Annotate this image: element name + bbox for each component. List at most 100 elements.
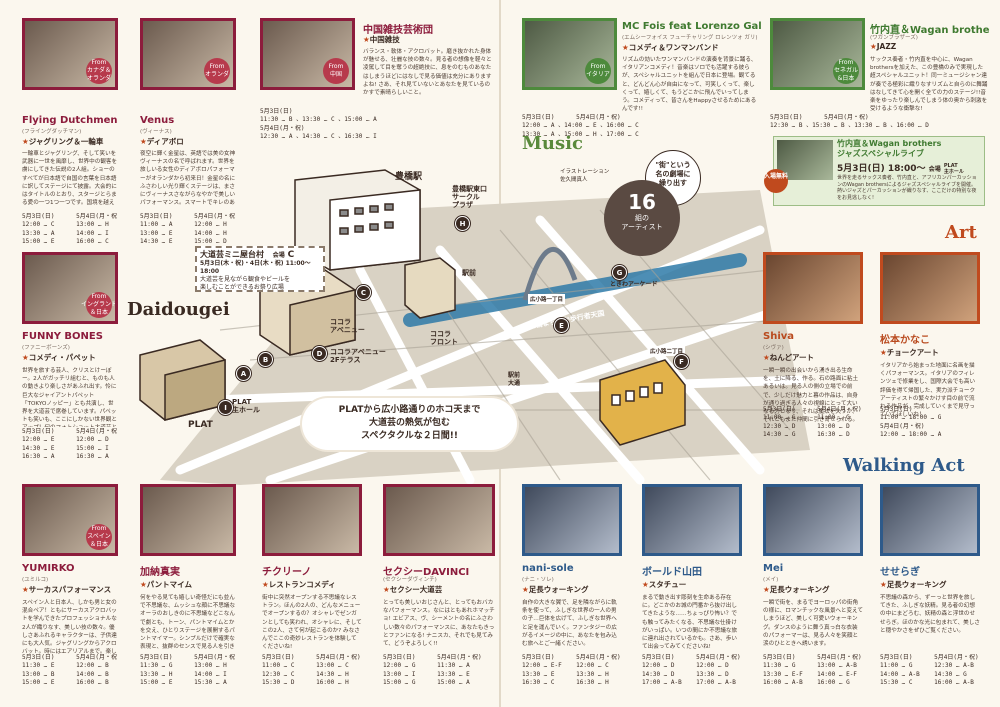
performer-card-shiva: Shiva(シヴァ)★ねんどアート一瞬一瞬の出会いから湧き出る生命を、土に降る、… xyxy=(763,252,863,436)
performer-name: 竹内直＆Wagan brothers xyxy=(870,25,990,36)
star-icon: ★ xyxy=(383,585,390,594)
map-label-toyohashi-station: 豊橋駅 xyxy=(395,172,423,182)
performer-schedule: 5月3日(日) 5月4日(月・祝) 12:00 … E 12:00 … D 14… xyxy=(22,428,118,458)
special-live-box: 竹内直＆Wagan brothers ジャズスペシャルライブ 5月3日(日) 1… xyxy=(764,136,985,206)
performer-description: 一瞬一瞬の出会いから湧き出る生命を、土に降る、作る。石の路面に粘土あるいは。見る… xyxy=(763,368,859,422)
performer-description: 不思議の森から、ずーっと世界を旅してきた、ふしぎな妖精。見る者の幻想の中にまどろ… xyxy=(880,595,980,634)
performer-photo: From イタリア xyxy=(522,18,617,90)
performer-card-flying-dutchmen: From カナダ＆ オランダ Flying Dutchmen (フライングダッチマン… xyxy=(22,18,118,243)
performer-name: ボールド山田 xyxy=(642,567,702,578)
performer-ruby: (シヴァ) xyxy=(763,345,784,351)
star-icon: ★ xyxy=(140,137,147,146)
performer-photo: From 中国 xyxy=(260,18,355,90)
performer-name: せせらぎ xyxy=(880,567,920,578)
performer-ruby: (フライングダッチマン) xyxy=(22,129,82,135)
performer-photo xyxy=(262,484,362,556)
map-pin-b[interactable]: B xyxy=(258,352,273,367)
performer-genre: ★コメディ＆ワンマンバンド xyxy=(622,43,719,52)
origin-badge: From カナダ＆ オランダ xyxy=(86,58,112,84)
performer-photo xyxy=(880,484,980,556)
performer-schedule: 5月3日(日) 5月4日(月・祝) 11:00 … G 11:00 … G 12… xyxy=(763,406,862,436)
performer-description: 何をやる見ても嬉しい奇怪だにも並んで不思議な、ムッシュな顔に不思議なオーラのおし… xyxy=(140,595,236,649)
map-pin-g[interactable]: G xyxy=(612,265,627,280)
origin-badge: From スペイン ＆日本 xyxy=(86,524,112,550)
performer-name: チクリーノ xyxy=(262,567,312,578)
performer-name: Mei xyxy=(763,563,784,574)
map-pin-h[interactable]: H xyxy=(455,216,470,231)
mini-village-letter: C xyxy=(287,250,295,260)
performer-genre: ★レストランコメディ xyxy=(262,580,336,589)
performer-description: 夜空に輝く金星は、英語では美の女神ヴィーナスの名で呼ばれます。世界を旅しいる女性… xyxy=(140,151,236,205)
performer-photo xyxy=(763,484,863,556)
performer-schedule: 5月3日(日) 5月4日(月・祝) 12:00 … A 、14:00 … E 、… xyxy=(522,114,639,138)
map-pin-d[interactable]: D xyxy=(312,346,327,361)
section-title-walking: Walking Act xyxy=(843,455,965,476)
performer-photo xyxy=(642,484,742,556)
star-icon: ★ xyxy=(140,580,147,589)
star-icon: ★ xyxy=(262,580,269,589)
performer-name: nani-sole xyxy=(522,563,574,574)
map-label-plat: PLAT xyxy=(188,420,213,430)
map-label-hirokoji1: 広小路一丁目 xyxy=(528,294,566,304)
performer-description: イタリアから始まった地面に名画を描くパフォーマンス。イタリアのフィレンツェで修業… xyxy=(880,363,976,417)
map-label-plat-hall: PLAT 主ホール xyxy=(232,398,260,414)
performer-name: Flying Dutchmen xyxy=(22,115,118,126)
map-label-station-avenue: 駅前 大通 xyxy=(508,372,521,387)
performer-description: 一瞬で街を、まるでヨーロッパの街角の様に、ロマンチックな風景へと変えてしまうほど… xyxy=(763,600,863,648)
performer-name: YUMIRKO xyxy=(22,563,75,574)
performer-schedule: 5月3日(日) 5月4日(月・祝) 11:30 … G 13:00 … H 13… xyxy=(140,654,236,684)
performer-description: 一輪車とジャグリング、そして笑いを武器に一世を風靡し、世界中の観客を虜にしてきた… xyxy=(22,151,118,205)
special-live-title: 竹内直＆Wagan brothers ジャズスペシャルライブ xyxy=(837,139,942,158)
map-pin-i[interactable]: I xyxy=(218,400,233,415)
performer-genre: ★セクシー大道芸 xyxy=(383,585,443,594)
performer-ruby: (ファニーボーンズ) xyxy=(22,345,70,351)
performer-description: リズムの効いたワンマンバンドの演奏を背景に踊る、イタリアンコメディ！音楽はソロで… xyxy=(622,57,757,111)
performer-name: 中国雑技芸術団 xyxy=(363,25,433,36)
performer-card-seseragi: せせらぎ ★足長ウォーキング不思議の森から、ずーっと世界を旅してきた、ふしぎな妖精… xyxy=(880,484,980,684)
map-label-cocola-avenue2: ココラアベニュー 2Fテラス xyxy=(330,348,386,364)
special-live-desc: 世界を走るサックス奏者、竹内直と、アフリカンパーカッションのWagan brot… xyxy=(837,175,977,201)
performer-genre: ★足長ウォーキング xyxy=(763,585,830,594)
performer-description: まるで動き出す彫刻を生命ある存在に。どこかのお城の門番から抜け出してきたような…… xyxy=(642,595,738,649)
star-icon: ★ xyxy=(763,353,770,362)
performer-description: サックス奏者・竹内直を中心に、Wagan brothersを加えた、この豊橋のみ… xyxy=(870,57,988,111)
performer-photo: From セネガル &日本 xyxy=(770,18,865,90)
performer-description: とっても美しいおじさんと、とってもおバカなパフォーマンス。なにはともあれホマッチ… xyxy=(383,600,495,648)
map-pin-f[interactable]: F xyxy=(674,354,689,369)
map-pin-a[interactable]: A xyxy=(236,366,251,381)
performer-description: 街中に突然オープンする不思議なレストラン。ほんの2人の、どんなメニューでオープン… xyxy=(262,595,362,649)
special-live-date: 5月3日(日) xyxy=(837,164,885,174)
performer-photo: From カナダ＆ オランダ xyxy=(22,18,118,90)
performer-schedule: 5月3日(日) 5月4日(月・祝) 12:00 … G 11:30 … A 13… xyxy=(383,654,482,684)
star-icon: ★ xyxy=(22,137,29,146)
performer-ruby: (ナニ・ソレ) xyxy=(522,577,554,583)
special-live-badge: 入場無料 xyxy=(764,169,788,193)
performer-photo: From スペイン ＆日本 xyxy=(22,484,118,556)
artist-count-number: 16 xyxy=(628,190,656,214)
star-icon: ★ xyxy=(22,353,29,362)
performer-schedule: 5月3日(日) 5月4日(月・祝) 11:00 … G 12:30 … A-B … xyxy=(880,654,979,684)
building-station xyxy=(294,169,421,271)
performer-ruby: (メイ) xyxy=(763,577,779,583)
mini-village-date: 5月3日(木・祝)・4日(木・祝) 11:00〜18:00 xyxy=(200,260,311,275)
section-title-daidougei: Daidougei xyxy=(127,299,230,320)
performer-genre: ★足長ウォーキング xyxy=(522,585,589,594)
performer-ruby: (セクシーダヴィンチ) xyxy=(383,577,437,583)
tram xyxy=(599,359,686,446)
performer-genre: ★サーカスパフォーマンス xyxy=(22,585,112,594)
performer-card-mei: Mei (メイ) ★足長ウォーキング一瞬で街を、まるでヨーロッパの街角の様に、ロマン… xyxy=(763,484,863,684)
performer-description: 世界を旅する芸人、クリスとけーぼー。2人がガッチリ組むと、ものも人の動きより楽し… xyxy=(22,368,117,427)
performer-schedule: 5月3日(日) 11:00 … 18:00 … G 5月4日(月・祝) 12:0… xyxy=(880,406,942,436)
star-icon: ★ xyxy=(363,35,370,44)
arch xyxy=(522,246,578,301)
map-pin-e[interactable]: E xyxy=(554,318,569,333)
performer-card-matsumoto-kanako: 松本かなこ★チョークアートイタリアから始まった地面に名画を描くパフォーマンス。イ… xyxy=(880,252,980,436)
map-pin-c[interactable]: C xyxy=(356,285,371,300)
performer-genre: ★足長ウォーキング xyxy=(880,580,947,589)
performer-schedule: 5月3日(日) 11:30 … B 、13:30 … C 、15:00 … A … xyxy=(260,108,377,138)
performer-photo: From オランダ xyxy=(140,18,236,90)
